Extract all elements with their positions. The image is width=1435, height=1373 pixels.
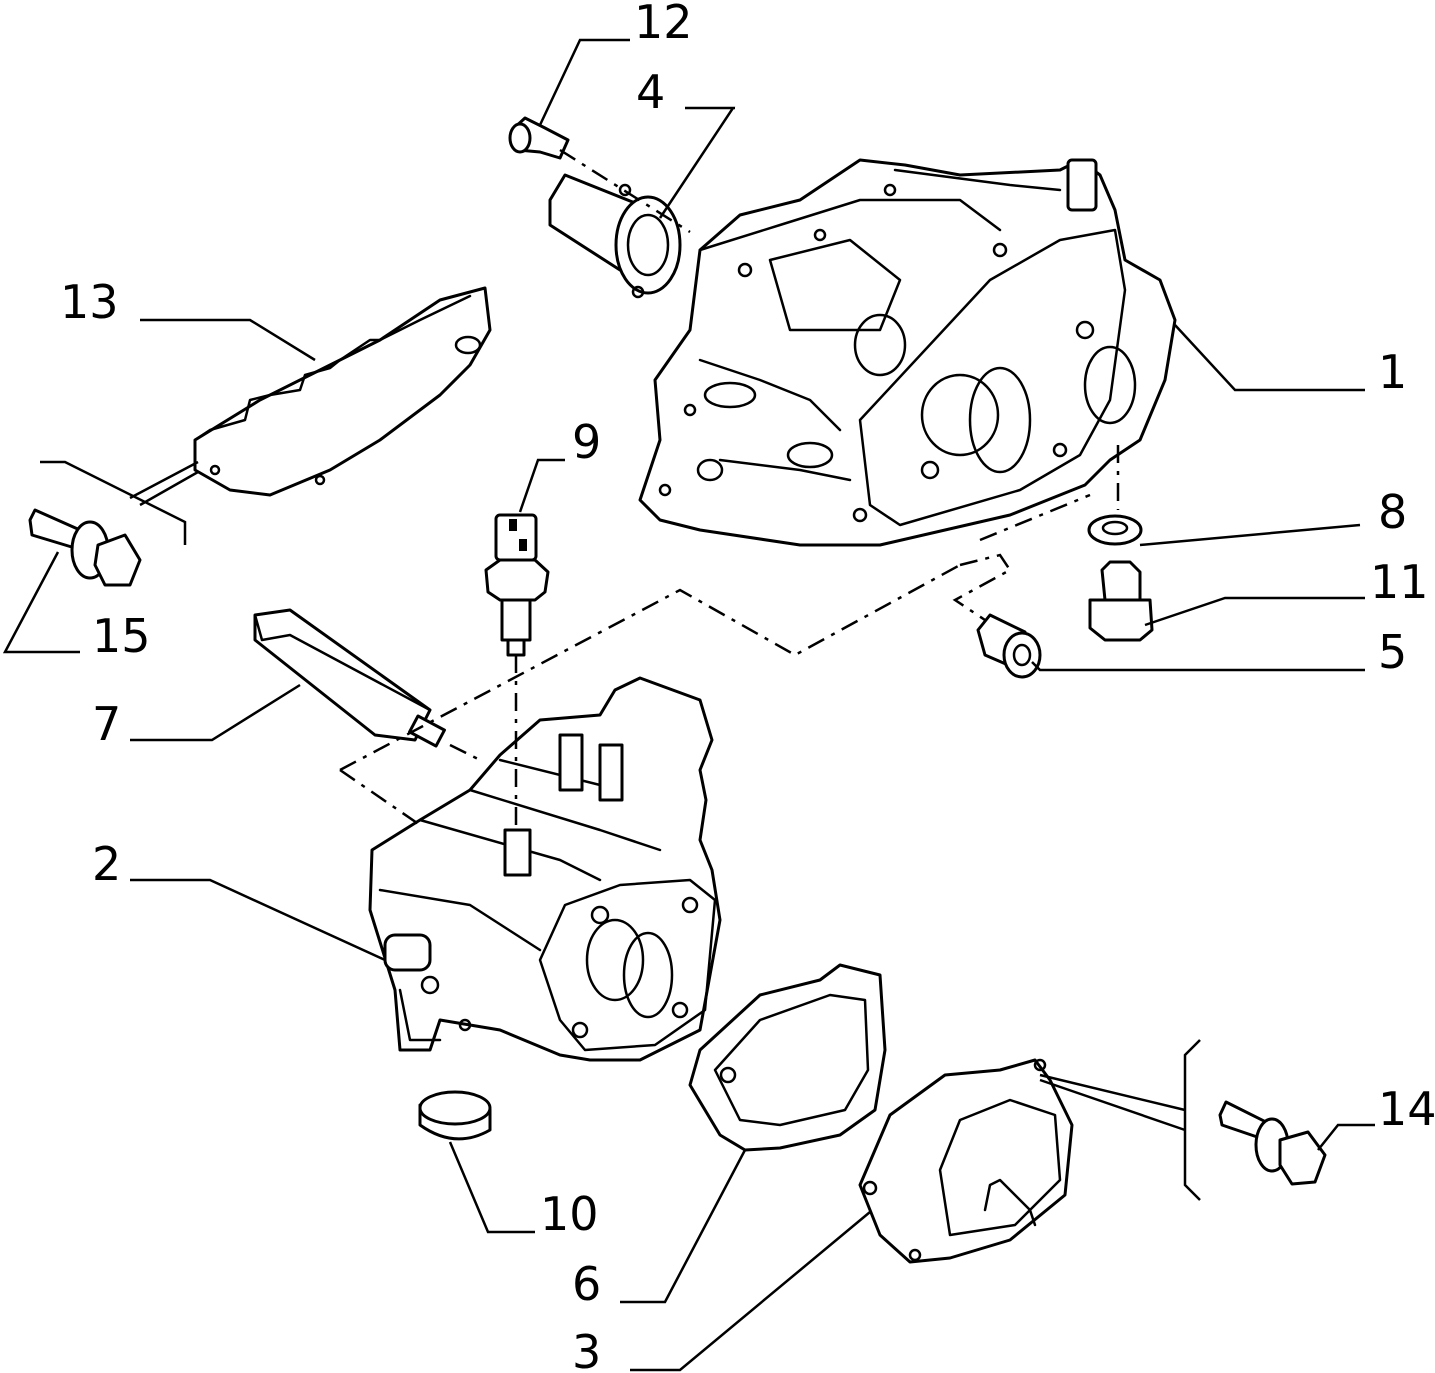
callout-15: 15 xyxy=(92,609,151,663)
leader-8 xyxy=(1139,523,1361,547)
part-15-bolt-washer xyxy=(28,508,142,587)
part-14-bolt-washer xyxy=(1218,1100,1327,1186)
callout-7: 7 xyxy=(92,697,121,751)
part-10-cap xyxy=(418,1090,492,1141)
callout-labels: 1 2 3 4 5 6 7 8 9 10 11 12 13 14 15 xyxy=(60,0,1435,1373)
leader-7 xyxy=(130,683,301,742)
leader-14 xyxy=(1317,1123,1375,1151)
callout-6: 6 xyxy=(572,1257,601,1311)
leader-9 xyxy=(518,458,565,513)
part-11-plug xyxy=(1088,560,1154,642)
callout-5: 5 xyxy=(1378,625,1407,679)
callout-4: 4 xyxy=(636,65,665,119)
callout-13: 13 xyxy=(60,275,119,329)
part-2-gearbox-case xyxy=(368,676,722,1062)
assembly-dashed-lines xyxy=(339,148,1120,830)
callout-11: 11 xyxy=(1370,555,1429,609)
part-1-clutch-housing xyxy=(638,158,1177,547)
part-8-seal-ring xyxy=(1087,514,1143,546)
leader-12 xyxy=(538,38,630,126)
part-7-shaft xyxy=(253,608,446,748)
leader-4 xyxy=(658,106,736,219)
part-13-shield-plate xyxy=(193,286,492,497)
callout-10: 10 xyxy=(540,1187,599,1241)
leader-lines xyxy=(2,38,1375,1372)
callout-8: 8 xyxy=(1378,485,1407,539)
callout-12: 12 xyxy=(634,0,693,49)
callout-9: 9 xyxy=(572,415,601,469)
callout-1: 1 xyxy=(1378,345,1407,399)
callout-3: 3 xyxy=(572,1325,601,1373)
leader-1 xyxy=(1174,324,1365,392)
leader-2 xyxy=(130,878,386,962)
part-3-rear-cover xyxy=(858,1058,1074,1264)
leader-13 xyxy=(140,318,316,362)
part-5-bushing xyxy=(976,613,1042,679)
leader-15 xyxy=(2,551,80,654)
leader-10 xyxy=(448,1141,535,1234)
leader-3 xyxy=(630,1211,871,1372)
leader-5 xyxy=(1031,661,1365,672)
part-9-sensor xyxy=(484,513,550,657)
bracket-lines xyxy=(40,460,1201,1201)
callout-14: 14 xyxy=(1378,1082,1435,1136)
leader-6 xyxy=(620,1149,747,1304)
part-12-bolt xyxy=(508,116,570,160)
callout-2: 2 xyxy=(92,837,121,891)
leader-11 xyxy=(1144,596,1365,627)
part-6-gasket xyxy=(688,963,887,1152)
part-4-release-sleeve xyxy=(548,173,682,299)
